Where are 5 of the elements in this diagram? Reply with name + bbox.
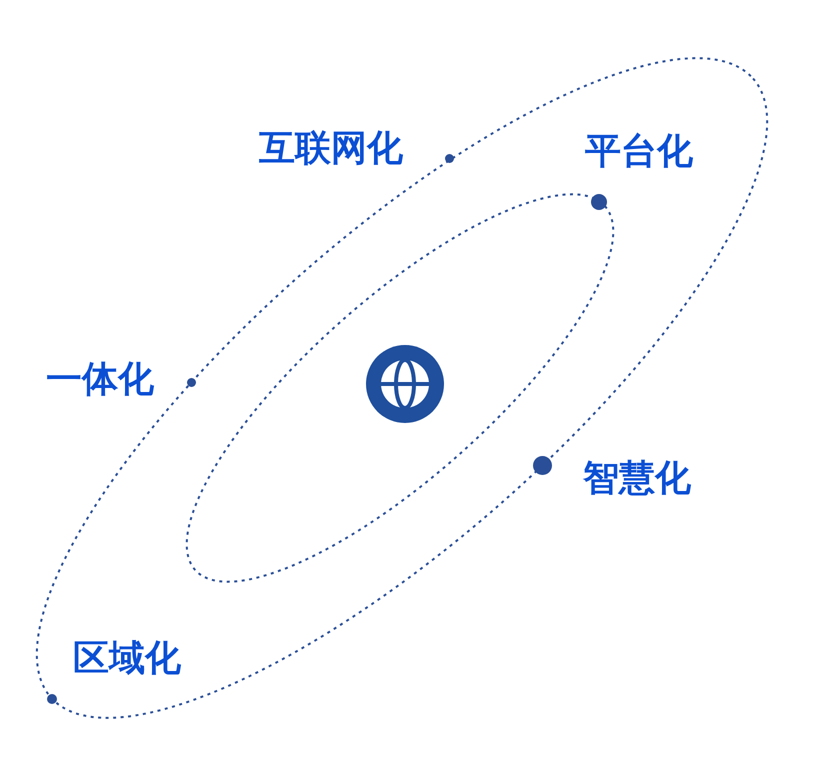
orbit-label: 一体化: [46, 360, 154, 400]
orbit-label: 互联网化: [259, 129, 403, 169]
orbit-label: 区域化: [73, 639, 181, 679]
orbit-label: 智慧化: [583, 459, 691, 499]
orbit-label: 平台化: [585, 132, 693, 172]
